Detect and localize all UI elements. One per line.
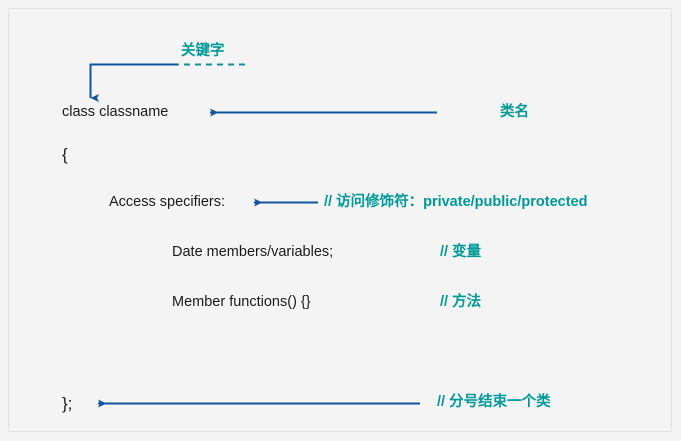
code-line-close-brace: }; <box>62 394 73 413</box>
annotation-method: // 方法 <box>440 294 482 310</box>
code-line-access-specifiers: Access specifiers: <box>109 194 226 210</box>
annotation-access-modifier: // 访问修饰符：private/public/protected <box>324 194 588 210</box>
annotation-variable: // 变量 <box>440 244 482 260</box>
code-line-class-declaration: class classname <box>62 104 169 120</box>
diagram-frame <box>8 8 672 432</box>
annotation-keyword: 关键字 <box>181 43 225 59</box>
annotation-class-name: 类名 <box>500 104 529 120</box>
code-line-member-functions: Member functions() {} <box>172 294 311 310</box>
code-line-data-members: Date members/variables; <box>172 244 334 260</box>
annotation-semicolon-ends-class: // 分号结束一个类 <box>437 394 551 410</box>
code-line-open-brace: { <box>62 145 68 164</box>
